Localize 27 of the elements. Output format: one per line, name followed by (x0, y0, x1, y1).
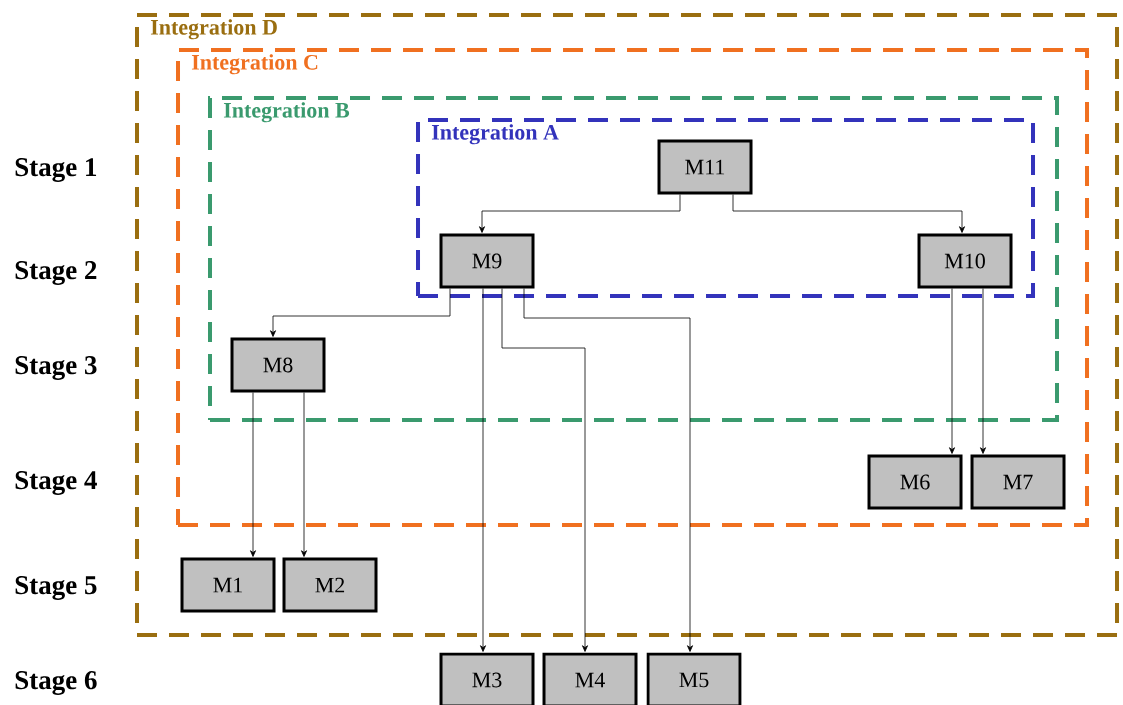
stage-label: Stage 4 (15, 471, 97, 495)
stage-label: Stage 5 (15, 576, 97, 600)
arrow (479, 194, 681, 233)
module-box: M7 (970, 454, 1066, 510)
module-box: M11 (657, 139, 753, 195)
module-box: M6 (867, 454, 963, 510)
stage-label: Stage 2 (15, 261, 97, 285)
module-box: M5 (646, 652, 742, 705)
arrow (523, 288, 693, 652)
stage-label: Stage 6 (15, 671, 97, 695)
stage-label: Stage 3 (15, 356, 97, 380)
arrow (949, 288, 955, 454)
arrow (980, 288, 986, 454)
module-box: M2 (282, 557, 378, 613)
arrow (250, 392, 256, 557)
module-box: M10 (917, 233, 1013, 289)
module-box: M4 (542, 652, 638, 705)
arrow (270, 288, 451, 337)
module-box: M3 (439, 652, 535, 705)
module-box: M9 (439, 233, 535, 289)
module-box: M8 (230, 337, 326, 393)
arrow (501, 288, 588, 652)
module-box: M1 (180, 557, 276, 613)
arrow (480, 288, 486, 652)
arrow (301, 392, 307, 557)
arrow (732, 194, 965, 233)
stage-label: Stage 1 (15, 158, 97, 182)
